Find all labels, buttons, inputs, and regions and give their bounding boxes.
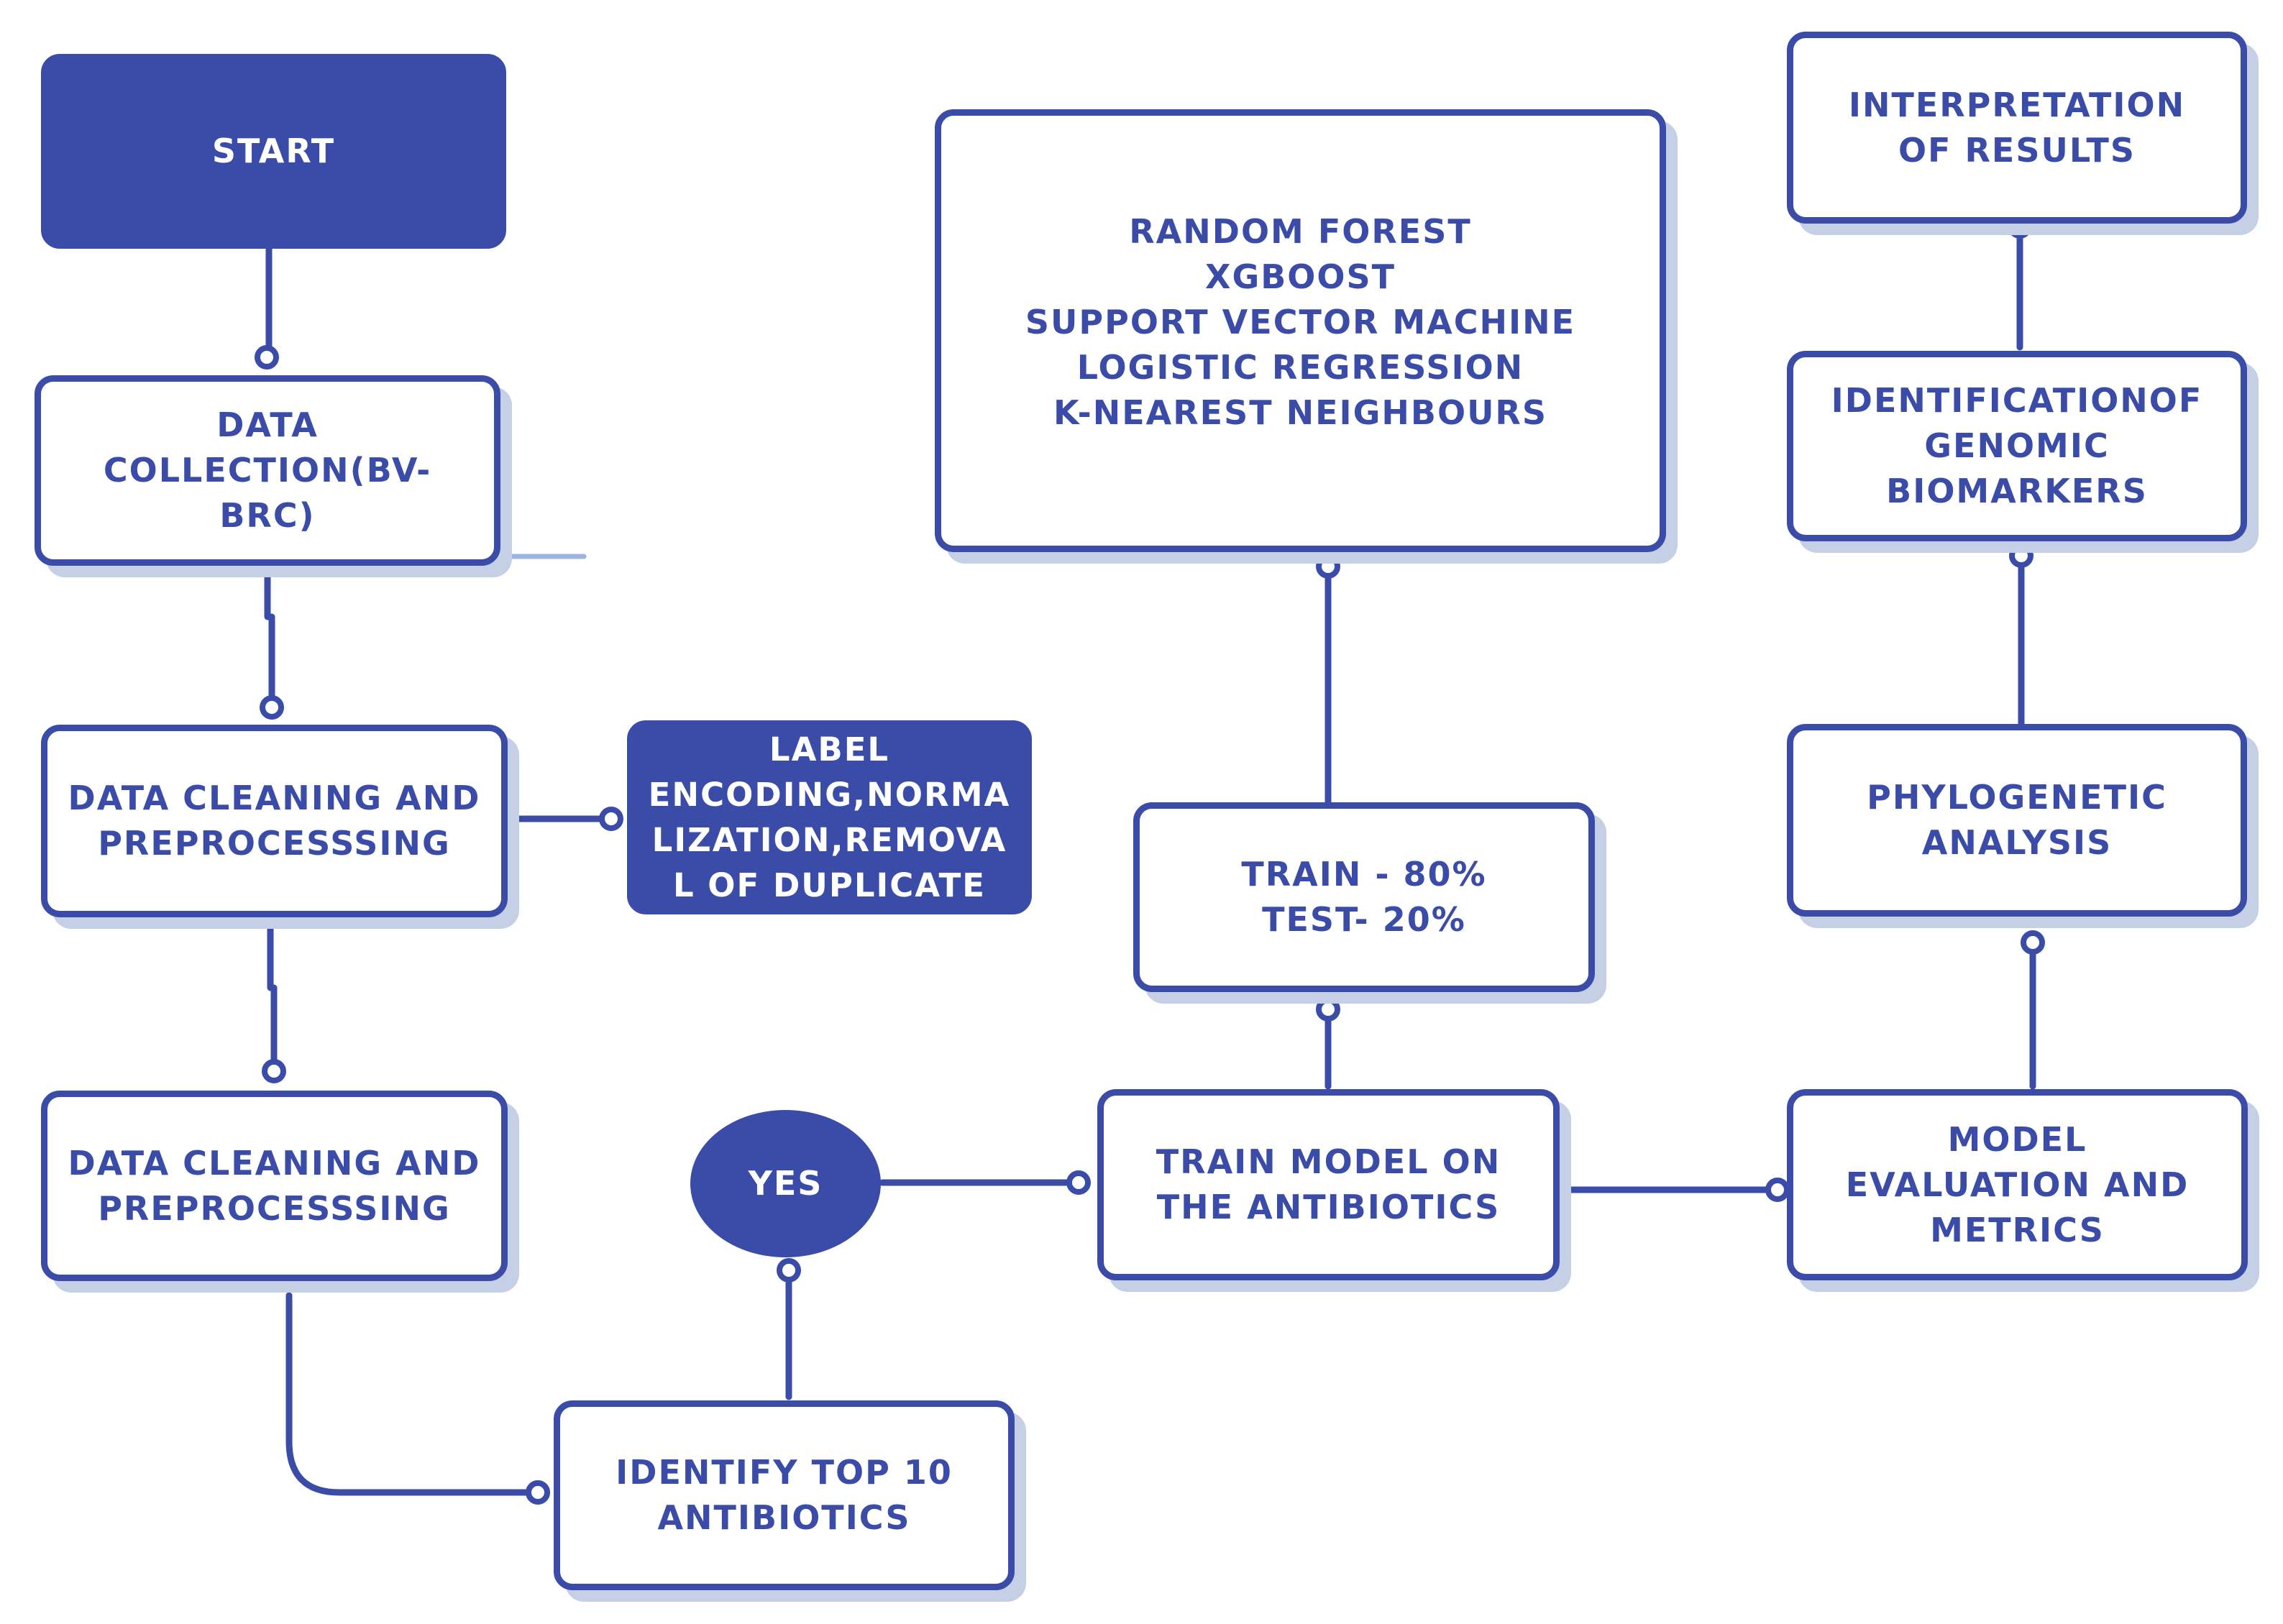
connector-dot: [1316, 997, 1340, 1022]
node-start: START: [41, 54, 506, 249]
connector-dot: [599, 807, 623, 831]
link-cleaning-to-cleaning: [267, 918, 278, 1066]
node-model-evaluation: MODEL EVALUATION AND METRICS: [1787, 1089, 2248, 1280]
connector-dot: [1765, 1178, 1790, 1202]
connector-dot: [777, 1258, 801, 1283]
node-data-cleaning-1: DATA CLEANING AND PREPROCESSSING: [41, 725, 508, 917]
node-phylogenetic-analysis: PHYLOGENETIC ANALYSIS: [1787, 724, 2247, 917]
connector-dot: [1066, 1170, 1091, 1195]
connector-dot: [262, 1059, 286, 1083]
connector-dot: [260, 695, 284, 720]
link-cleaning-to-identify: [285, 1292, 532, 1496]
node-data-collection: DATA COLLECTION(BV- BRC): [35, 375, 500, 566]
link-collection-to-cleaning: [264, 564, 275, 701]
connector-dot: [1316, 554, 1340, 579]
connector-dot: [2009, 543, 2033, 568]
connector-dot: [526, 1480, 550, 1505]
node-identify-antibiotics: IDENTIFY TOP 10 ANTIBIOTICS: [554, 1400, 1015, 1590]
connector-dot: [255, 345, 279, 370]
node-ml-models: RANDOM FOREST XGBOOST SUPPORT VECTOR MAC…: [935, 109, 1666, 552]
node-interpretation: INTERPRETATION OF RESULTS: [1787, 32, 2247, 224]
node-train-test-split: TRAIN - 80% TEST- 20%: [1133, 802, 1595, 992]
node-yes: YES: [690, 1110, 881, 1257]
node-data-cleaning-2: DATA CLEANING AND PREPROCESSSING: [41, 1091, 508, 1281]
node-genomic-biomarkers: IDENTIFICATIONOF GENOMIC BIOMARKERS: [1787, 351, 2247, 541]
node-train-model: TRAIN MODEL ON THE ANTIBIOTICS: [1097, 1089, 1560, 1280]
node-preprocessing-steps: LABEL ENCODING,NORMA LIZATION,REMOVA L O…: [627, 720, 1032, 914]
connector-dot: [2021, 930, 2045, 955]
